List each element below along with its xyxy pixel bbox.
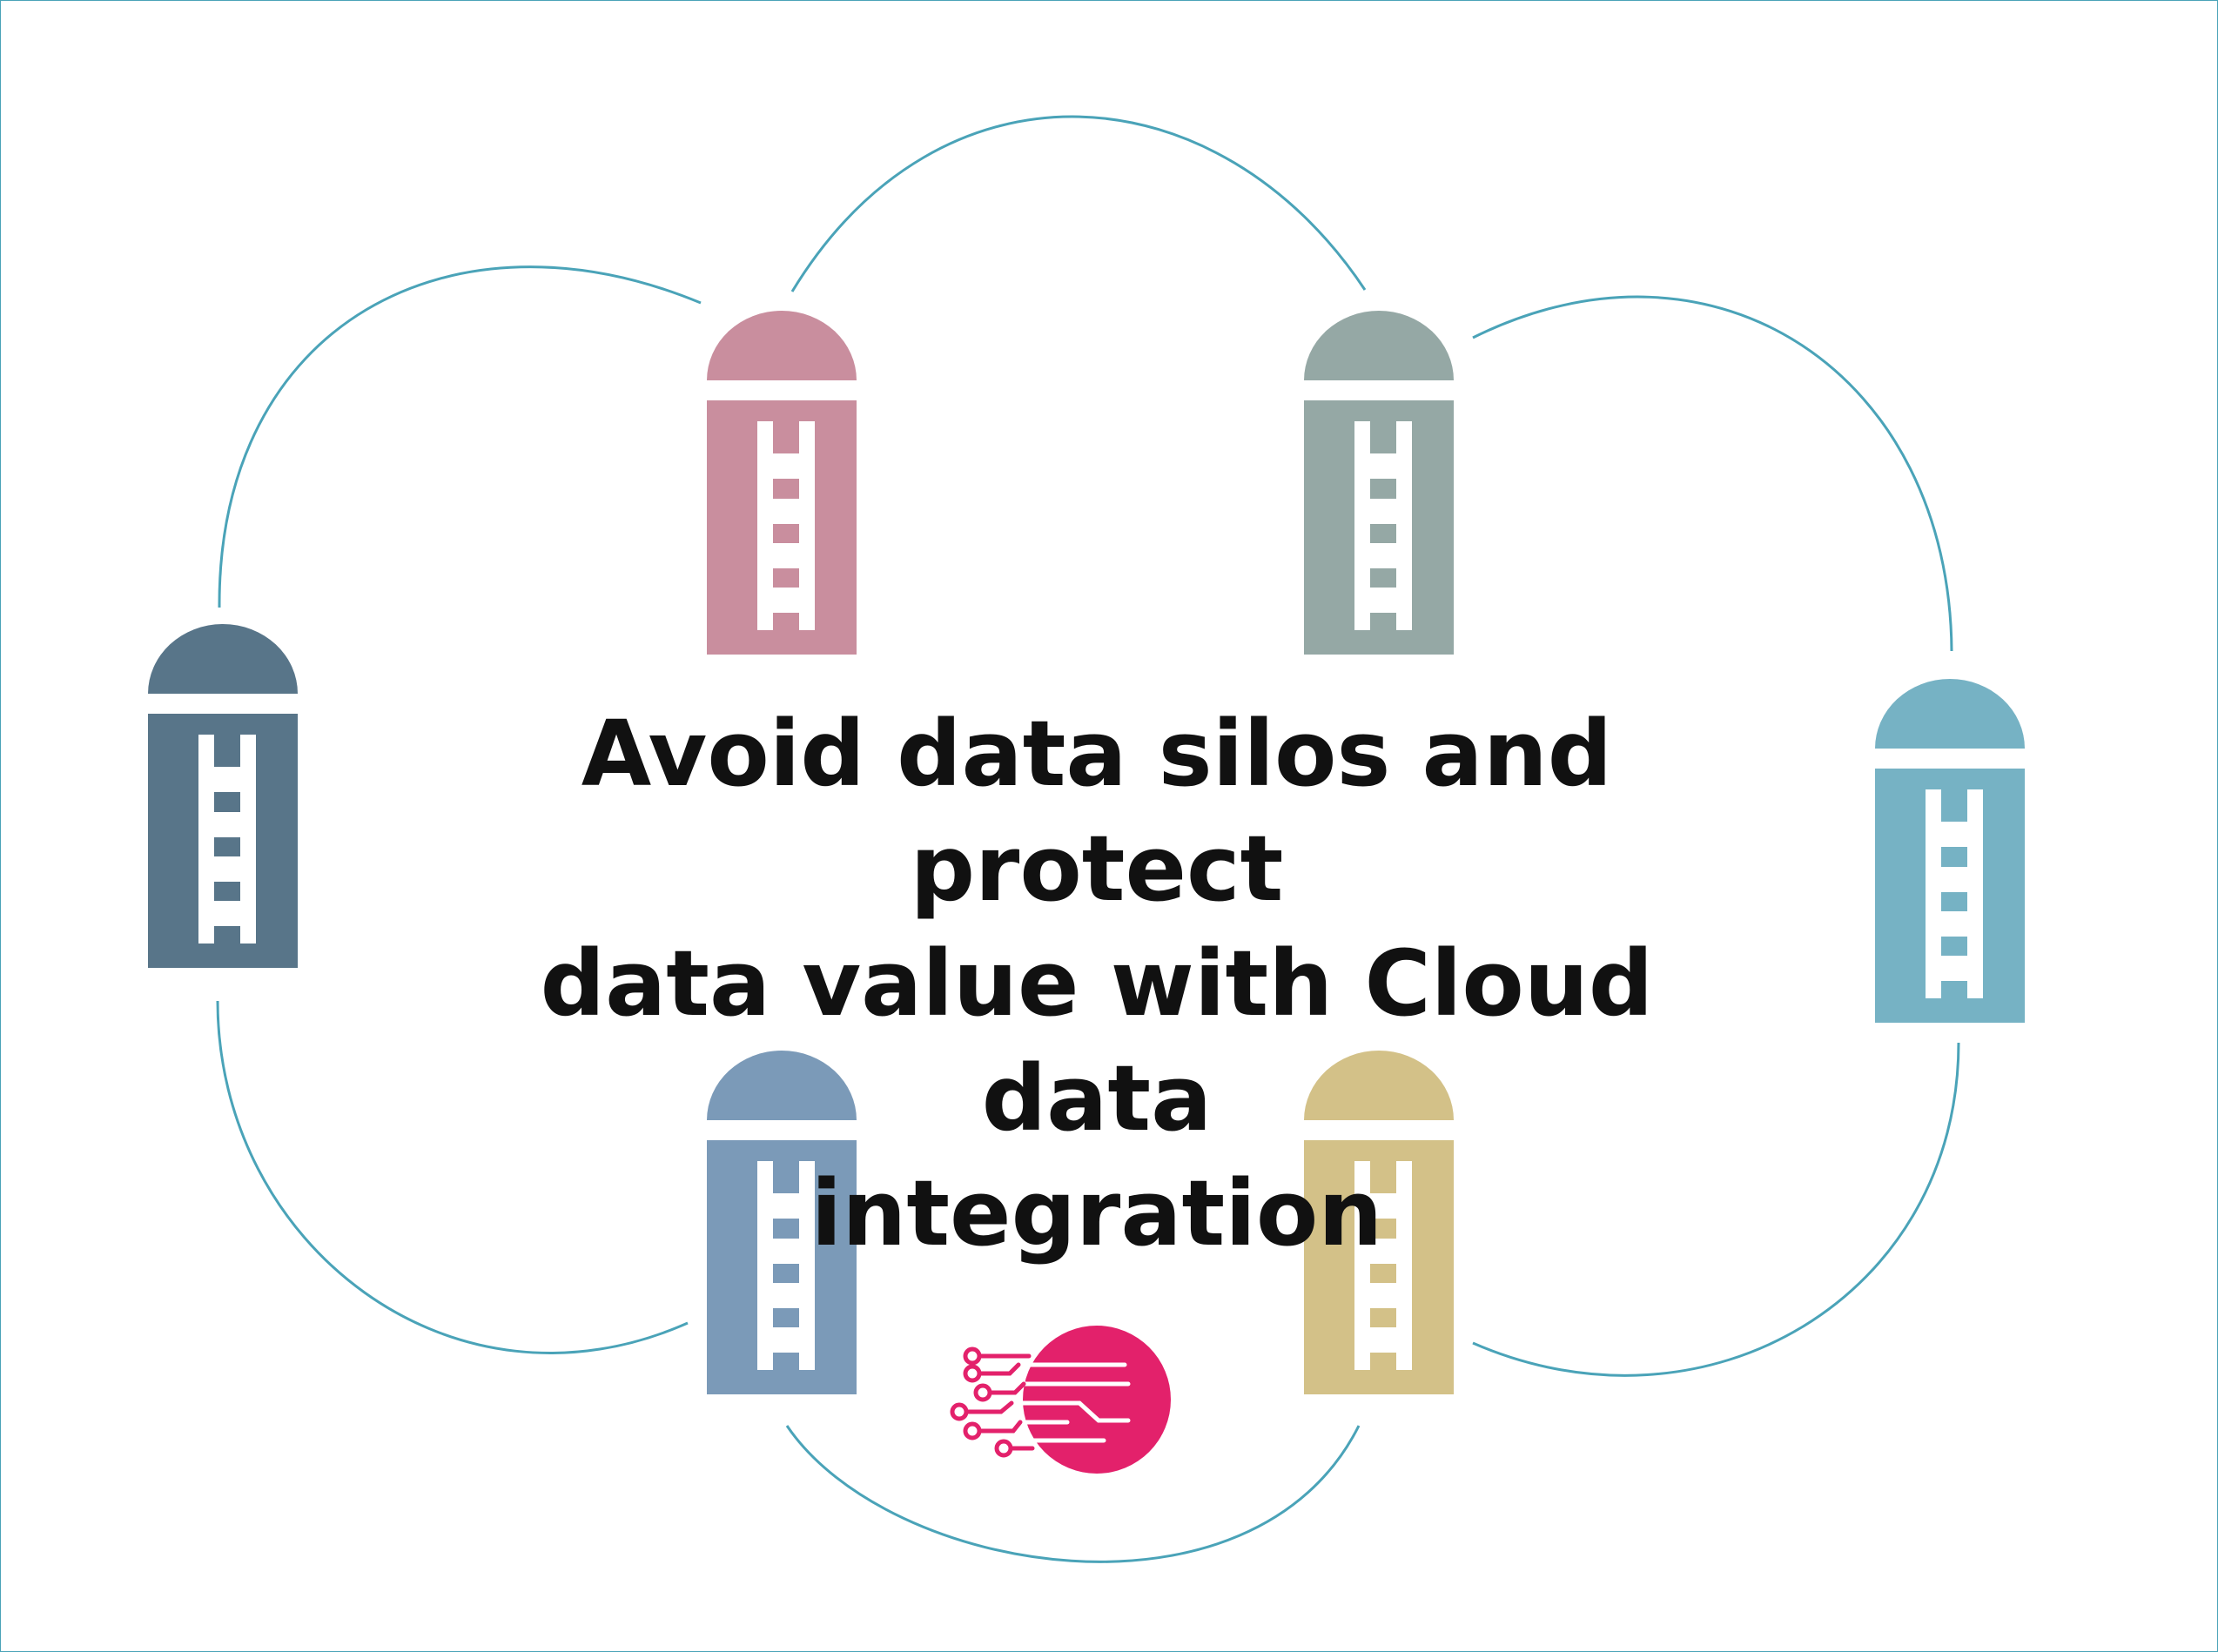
arc-top: [790, 115, 1367, 292]
arc-bottom: [785, 1425, 1361, 1563]
silo-icon: [1875, 679, 2025, 1023]
silo-icon: [1304, 311, 1454, 655]
headline-line-2: data value with Cloud data: [540, 930, 1654, 1152]
headline: Avoid data silos and protect data value …: [470, 696, 1724, 1271]
silo-icon: [707, 311, 857, 655]
headline-line-1: Avoid data silos and protect: [581, 701, 1613, 922]
headline-line-3: integration: [810, 1160, 1383, 1266]
arc-upper-left: [218, 265, 702, 608]
arc-upper-right: [1472, 295, 1953, 652]
cloud-outline: [216, 115, 1960, 1563]
arc-lower-right: [1472, 1042, 1960, 1377]
brand-logo-icon: [950, 1326, 1171, 1474]
arc-lower-left: [216, 1000, 689, 1354]
silo-icon: [148, 624, 298, 968]
